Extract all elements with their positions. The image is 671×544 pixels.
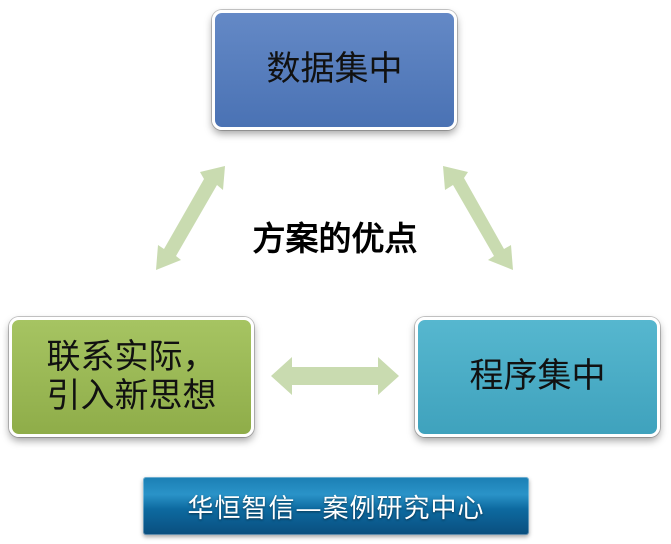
node-program-centralization-label: 程序集中	[469, 356, 606, 397]
arrow-horizontal	[271, 357, 399, 395]
arrow-top-left	[156, 166, 225, 270]
node-data-centralization: 数据集中	[212, 10, 457, 130]
footer-banner: 华恒智信—案例研究中心	[143, 477, 529, 535]
node-practical-connection-text: 联系实际， 引入新思想	[46, 336, 217, 416]
diagram-center-title: 方案的优点	[252, 219, 418, 258]
node-practical-connection-line2: 引入新思想	[46, 376, 217, 416]
node-data-centralization-label: 数据集中	[266, 49, 403, 90]
footer-banner-text: 华恒智信—案例研究中心	[187, 493, 485, 524]
node-program-centralization: 程序集中	[415, 317, 660, 437]
node-practical-connection: 联系实际， 引入新思想	[9, 317, 254, 437]
arrow-top-right	[443, 166, 513, 270]
node-practical-connection-line1: 联系实际，	[46, 336, 217, 377]
